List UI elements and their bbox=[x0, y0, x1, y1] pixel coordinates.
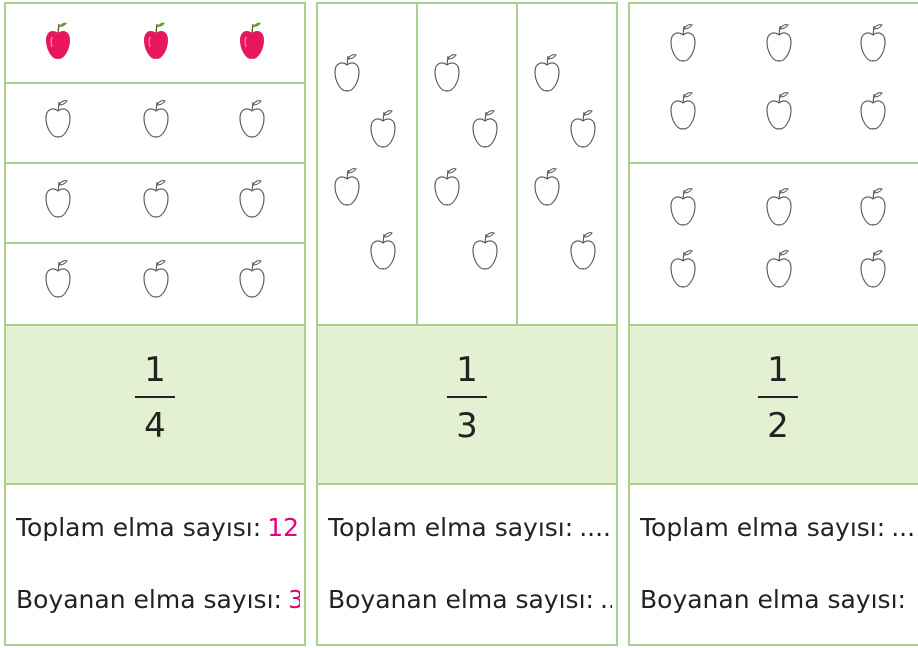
apple-outline-icon bbox=[141, 178, 171, 220]
apple-outline-icon bbox=[432, 166, 462, 208]
apple-group-4 bbox=[6, 244, 304, 324]
colored-apples-label: Boyanan elma sayısı: bbox=[16, 585, 282, 614]
apple-outline-icon bbox=[668, 248, 698, 290]
fraction-box: 1 4 bbox=[6, 324, 304, 485]
fraction-card-2: 1 3 Toplam elma sayısı:........ Boyanan … bbox=[316, 2, 618, 646]
count-box: Toplam elma sayısı:........ Boyanan elma… bbox=[318, 485, 616, 644]
apple-outline-icon bbox=[858, 186, 888, 228]
fraction-bar bbox=[758, 396, 798, 398]
apple-filled-icon bbox=[141, 20, 171, 62]
apple-group-3 bbox=[6, 164, 304, 244]
total-apples-label: Toplam elma sayısı: bbox=[640, 513, 886, 542]
apple-filled-icon bbox=[237, 20, 267, 62]
fraction-denominator: 4 bbox=[144, 406, 166, 446]
colored-apples-blank: ........ bbox=[599, 585, 612, 614]
fraction-numerator: 1 bbox=[144, 350, 166, 390]
apple-outline-icon bbox=[764, 186, 794, 228]
total-apples-line: Toplam elma sayısı:........ bbox=[328, 513, 612, 542]
count-box: Toplam elma sayısı:........ Boyanan elma… bbox=[630, 485, 918, 644]
total-apples-label: Toplam elma sayısı: bbox=[16, 513, 262, 542]
colored-apples-label: Boyanan elma sayısı: bbox=[640, 585, 906, 614]
apple-outline-icon bbox=[237, 98, 267, 140]
colored-apples-label: Boyanan elma sayısı: bbox=[328, 585, 594, 614]
apple-outline-icon bbox=[141, 258, 171, 300]
apple-outline-icon bbox=[237, 178, 267, 220]
apple-outline-icon bbox=[532, 52, 562, 94]
fraction-denominator: 2 bbox=[767, 406, 789, 446]
apple-outline-icon bbox=[858, 90, 888, 132]
apple-outline-icon bbox=[141, 98, 171, 140]
apple-outline-icon bbox=[368, 108, 398, 150]
apple-outline-icon bbox=[858, 22, 888, 64]
total-apples-line: Toplam elma sayısı:12 bbox=[16, 513, 300, 542]
fraction-denominator: 3 bbox=[456, 406, 478, 446]
apple-group-2 bbox=[6, 84, 304, 164]
divider bbox=[516, 4, 518, 324]
apple-outline-icon bbox=[532, 166, 562, 208]
apple-outline-icon bbox=[764, 22, 794, 64]
fraction-card-1: 1 4 Toplam elma sayısı:12 Boyanan elma s… bbox=[4, 2, 306, 646]
fraction-box: 1 3 bbox=[318, 324, 616, 485]
apple-area bbox=[6, 4, 304, 324]
fraction-bar bbox=[135, 396, 175, 398]
total-apples-blank: ........ bbox=[579, 513, 612, 542]
apple-outline-icon bbox=[668, 186, 698, 228]
colored-apples-value: 3 bbox=[287, 585, 300, 614]
total-apples-value: 12 bbox=[267, 513, 299, 542]
apple-outline-icon bbox=[764, 248, 794, 290]
apple-outline-icon bbox=[432, 52, 462, 94]
fraction-numerator: 1 bbox=[456, 350, 478, 390]
fraction: 1 4 bbox=[135, 350, 175, 446]
apple-outline-icon bbox=[470, 108, 500, 150]
apple-outline-icon bbox=[332, 52, 362, 94]
apple-outline-icon bbox=[332, 166, 362, 208]
colored-apples-line: Boyanan elma sayısı:3 bbox=[16, 585, 300, 614]
apple-outline-icon bbox=[368, 230, 398, 272]
colored-apples-line: Boyanan elma sayısı:........ bbox=[328, 585, 612, 614]
apple-outline-icon bbox=[668, 90, 698, 132]
fraction: 1 3 bbox=[447, 350, 487, 446]
apple-outline-icon bbox=[43, 258, 73, 300]
apple-area bbox=[318, 4, 616, 324]
total-apples-line: Toplam elma sayısı:........ bbox=[640, 513, 914, 542]
apple-outline-icon bbox=[668, 22, 698, 64]
fraction-box: 1 2 bbox=[630, 324, 918, 485]
fraction-bar bbox=[447, 396, 487, 398]
colored-apples-line: Boyanan elma sayısı:........ bbox=[640, 585, 914, 614]
count-box: Toplam elma sayısı:12 Boyanan elma sayıs… bbox=[6, 485, 304, 644]
apple-outline-icon bbox=[568, 108, 598, 150]
apple-filled-icon bbox=[43, 20, 73, 62]
apple-outline-icon bbox=[43, 178, 73, 220]
fraction-card-3: 1 2 Toplam elma sayısı:........ Boyanan … bbox=[628, 2, 918, 646]
divider bbox=[416, 4, 418, 324]
apple-outline-icon bbox=[43, 98, 73, 140]
apple-group-1 bbox=[6, 4, 304, 84]
apple-area bbox=[630, 4, 918, 324]
colored-apples-blank: ........ bbox=[912, 585, 914, 614]
apple-outline-icon bbox=[470, 230, 500, 272]
apple-outline-icon bbox=[858, 248, 888, 290]
apple-outline-icon bbox=[764, 90, 794, 132]
apple-group-1 bbox=[630, 4, 918, 164]
fraction-numerator: 1 bbox=[767, 350, 789, 390]
apple-outline-icon bbox=[568, 230, 598, 272]
total-apples-blank: ........ bbox=[891, 513, 914, 542]
apple-outline-icon bbox=[237, 258, 267, 300]
fraction: 1 2 bbox=[758, 350, 798, 446]
apple-group-2 bbox=[630, 164, 918, 324]
total-apples-label: Toplam elma sayısı: bbox=[328, 513, 574, 542]
